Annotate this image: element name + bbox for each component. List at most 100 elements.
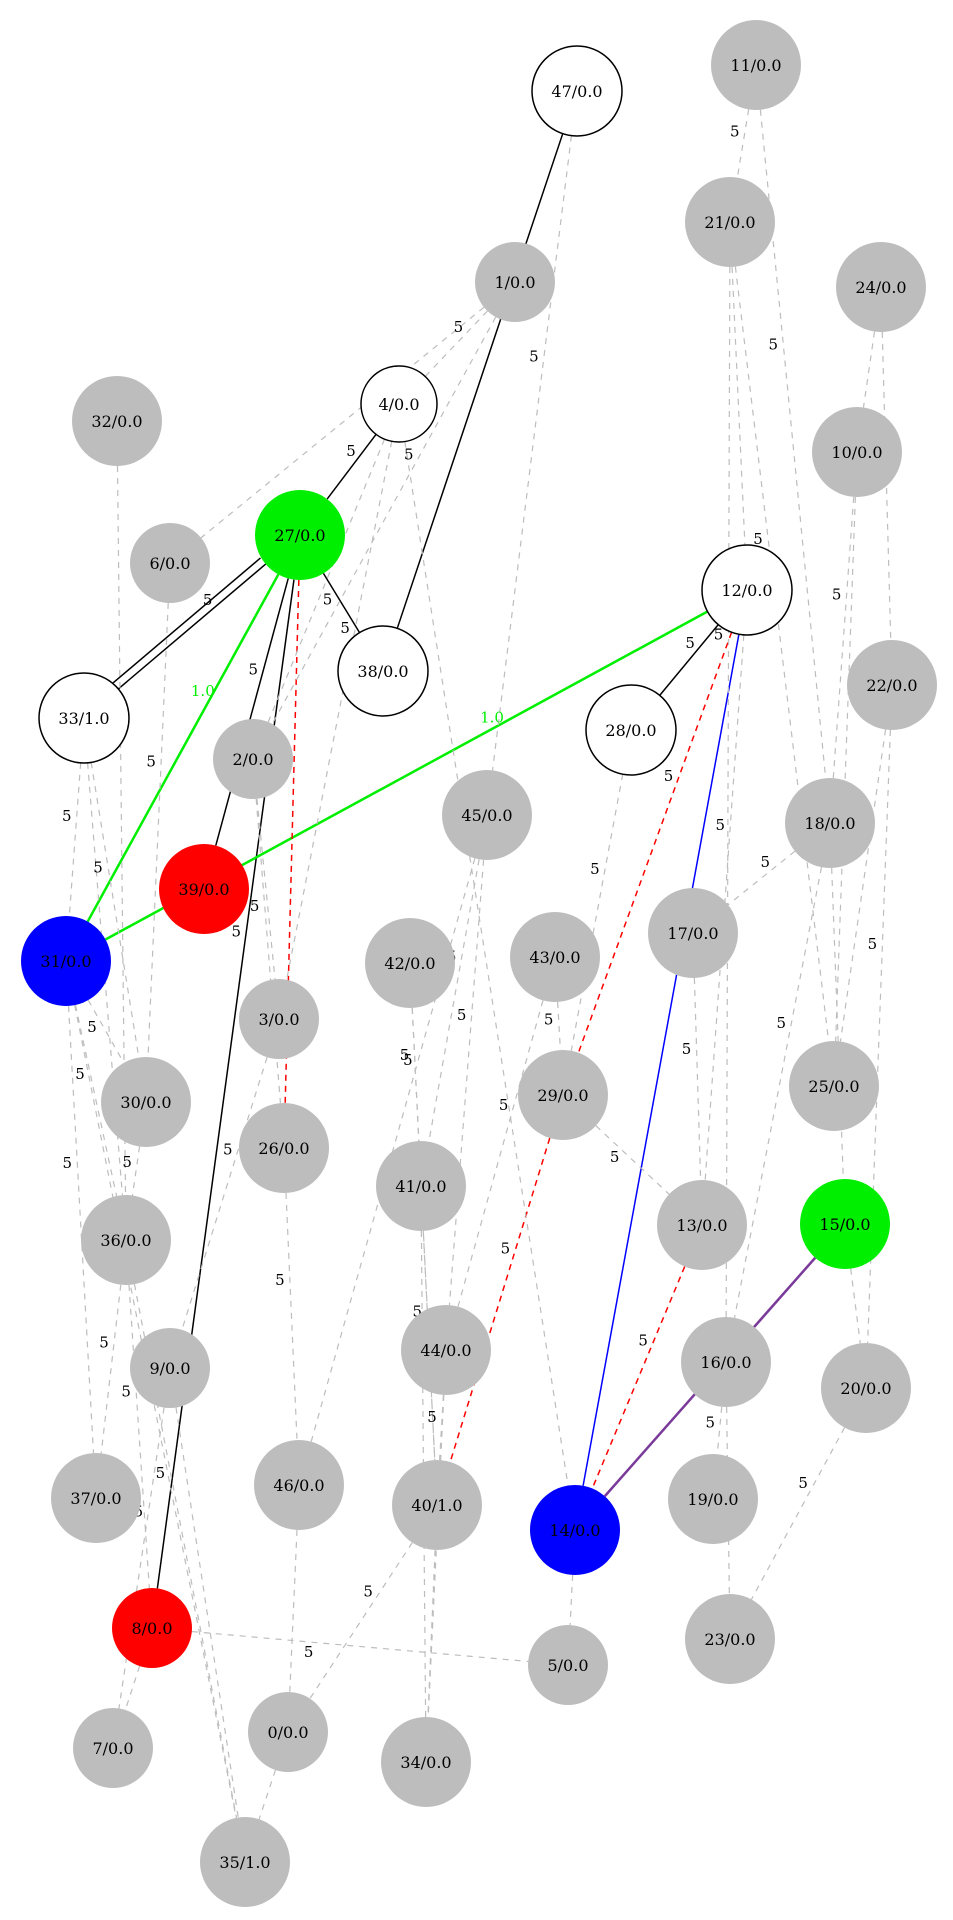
node-circle-46[interactable] [254,1440,344,1530]
node-0[interactable]: 0/0.0 [248,1692,328,1772]
node-circle-37[interactable] [51,1453,141,1543]
node-16[interactable]: 16/0.0 [681,1317,771,1407]
node-7[interactable]: 7/0.0 [73,1708,153,1788]
node-circle-13[interactable] [657,1180,747,1270]
node-8[interactable]: 8/0.0 [112,1588,192,1668]
node-46[interactable]: 46/0.0 [254,1440,344,1530]
node-9[interactable]: 9/0.0 [130,1328,210,1408]
node-22[interactable]: 22/0.0 [847,640,937,730]
node-circle-47[interactable] [531,45,623,137]
node-42[interactable]: 42/0.0 [365,918,455,1008]
node-circle-6[interactable] [130,523,210,603]
node-30[interactable]: 30/0.0 [101,1057,191,1147]
node-40[interactable]: 40/1.0 [392,1460,482,1550]
node-2[interactable]: 2/0.0 [213,719,293,799]
node-circle-30[interactable] [101,1057,191,1147]
node-circle-18[interactable] [785,778,875,868]
node-19[interactable]: 19/0.0 [668,1454,758,1544]
node-circle-27[interactable] [255,490,345,580]
node-32[interactable]: 32/0.0 [72,376,162,466]
node-35[interactable]: 35/1.0 [200,1817,290,1907]
node-34[interactable]: 34/0.0 [381,1717,471,1807]
node-13[interactable]: 13/0.0 [657,1180,747,1270]
node-circle-28[interactable] [585,684,677,776]
node-circle-5[interactable] [528,1625,608,1705]
node-circle-42[interactable] [365,918,455,1008]
node-18[interactable]: 18/0.0 [785,778,875,868]
node-circle-44[interactable] [401,1305,491,1395]
node-circle-1[interactable] [475,242,555,322]
node-31[interactable]: 31/0.0 [21,916,111,1006]
node-21[interactable]: 21/0.0 [685,177,775,267]
node-14[interactable]: 14/0.0 [530,1485,620,1575]
node-circle-2[interactable] [213,719,293,799]
node-20[interactable]: 20/0.0 [821,1343,911,1433]
node-circle-16[interactable] [681,1317,771,1407]
node-circle-32[interactable] [72,376,162,466]
node-circle-43[interactable] [510,912,600,1002]
node-circle-41[interactable] [376,1141,466,1231]
node-circle-7[interactable] [73,1708,153,1788]
node-28[interactable]: 28/0.0 [585,684,677,776]
node-circle-4[interactable] [360,365,438,443]
node-39[interactable]: 39/0.0 [159,844,249,934]
node-circle-9[interactable] [130,1328,210,1408]
node-12[interactable]: 12/0.0 [701,544,793,636]
edge-label-1-2: 5 [404,446,414,464]
node-1[interactable]: 1/0.0 [475,242,555,322]
node-circle-15[interactable] [800,1179,890,1269]
node-circle-36[interactable] [81,1195,171,1285]
node-circle-40[interactable] [392,1460,482,1550]
node-43[interactable]: 43/0.0 [510,912,600,1002]
node-27[interactable]: 27/0.0 [255,490,345,580]
node-circle-14[interactable] [530,1485,620,1575]
node-24[interactable]: 24/0.0 [836,242,926,332]
node-44[interactable]: 44/0.0 [401,1305,491,1395]
node-circle-25[interactable] [789,1041,879,1131]
node-circle-31[interactable] [21,916,111,1006]
node-circle-22[interactable] [847,640,937,730]
node-37[interactable]: 37/0.0 [51,1453,141,1543]
node-circle-33[interactable] [38,672,130,764]
node-26[interactable]: 26/0.0 [239,1103,329,1193]
node-45[interactable]: 45/0.0 [442,770,532,860]
node-5[interactable]: 5/0.0 [528,1625,608,1705]
node-circle-3[interactable] [239,979,319,1059]
node-15[interactable]: 15/0.0 [800,1179,890,1269]
node-23[interactable]: 23/0.0 [685,1594,775,1684]
node-29[interactable]: 29/0.0 [518,1050,608,1140]
node-circle-29[interactable] [518,1050,608,1140]
node-circle-21[interactable] [685,177,775,267]
node-circle-26[interactable] [239,1103,329,1193]
node-circle-45[interactable] [442,770,532,860]
node-circle-34[interactable] [381,1717,471,1807]
node-circle-24[interactable] [836,242,926,332]
node-17[interactable]: 17/0.0 [648,888,738,978]
node-circle-11[interactable] [711,20,801,110]
node-circle-0[interactable] [248,1692,328,1772]
node-36[interactable]: 36/0.0 [81,1195,171,1285]
node-circle-23[interactable] [685,1594,775,1684]
node-3[interactable]: 3/0.0 [239,979,319,1059]
node-circle-8[interactable] [112,1588,192,1668]
node-circle-19[interactable] [668,1454,758,1544]
node-circle-12[interactable] [701,544,793,636]
node-10[interactable]: 10/0.0 [812,407,902,497]
edge-label-27-31: 1.0 [191,682,215,700]
edge-label-47-45: 5 [529,348,539,366]
node-circle-38[interactable] [337,625,429,717]
node-38[interactable]: 38/0.0 [337,625,429,717]
node-circle-20[interactable] [821,1343,911,1433]
node-circle-39[interactable] [159,844,249,934]
node-circle-35[interactable] [200,1817,290,1907]
node-circle-17[interactable] [648,888,738,978]
edge-label-30-36: 5 [122,1153,132,1171]
node-25[interactable]: 25/0.0 [789,1041,879,1131]
node-47[interactable]: 47/0.0 [531,45,623,137]
node-41[interactable]: 41/0.0 [376,1141,466,1231]
node-4[interactable]: 4/0.0 [360,365,438,443]
node-11[interactable]: 11/0.0 [711,20,801,110]
node-33[interactable]: 33/1.0 [38,672,130,764]
node-circle-10[interactable] [812,407,902,497]
node-6[interactable]: 6/0.0 [130,523,210,603]
